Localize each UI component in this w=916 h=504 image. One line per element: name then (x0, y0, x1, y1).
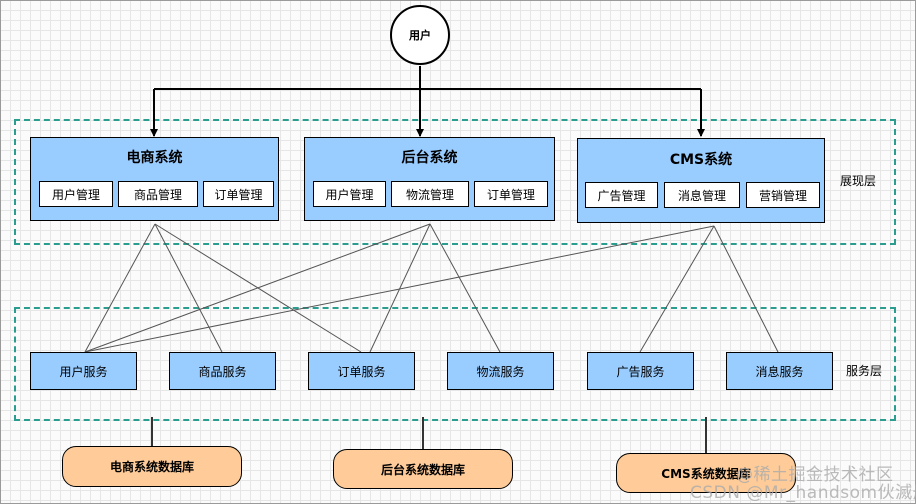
link-cms-ad-service (639, 225, 715, 353)
user-label: 用户 (409, 29, 431, 42)
system-cms: CMS系统 广告管理 消息管理 营销管理 (577, 138, 825, 223)
watermark-line-2: CSDN @Mr_handsom伙滅册 (690, 483, 916, 503)
link-backend-order-service (369, 223, 431, 353)
user-node: 用户 (390, 5, 450, 65)
database-cms: CMS系统数据库 (616, 453, 796, 493)
system-ecommerce: 电商系统 用户管理 商品管理 订单管理 (30, 137, 279, 221)
module-logistics-management: 物流管理 (391, 181, 469, 207)
service-logistics: 物流服务 (447, 352, 554, 390)
module-product-management: 商品管理 (118, 181, 198, 207)
module-marketing-management: 营销管理 (746, 182, 820, 208)
link-backend-user-service (84, 223, 431, 353)
service-message: 消息服务 (726, 352, 833, 390)
service-user: 用户服务 (30, 352, 137, 390)
link-ecommerce-product-service (154, 223, 223, 353)
service-product: 商品服务 (169, 352, 276, 390)
presentation-layer-label: 展现层 (840, 174, 877, 188)
system-backend: 后台系统 用户管理 物流管理 订单管理 (304, 137, 555, 221)
link-backend-logistics-service (429, 223, 501, 353)
module-order-management: 订单管理 (474, 181, 548, 207)
module-order-management: 订单管理 (203, 181, 274, 207)
service-ad: 广告服务 (587, 352, 694, 390)
link-cms-user-service (84, 225, 715, 353)
service-order: 订单服务 (308, 352, 415, 390)
system-title: 电商系统 (126, 150, 183, 166)
database-backend: 后台系统数据库 (333, 449, 513, 489)
link-cms-message-service (713, 225, 779, 353)
module-message-management: 消息管理 (664, 182, 740, 208)
service-layer-label: 服务层 (846, 364, 883, 378)
module-user-management: 用户管理 (313, 181, 386, 207)
presentation-layer (14, 119, 896, 245)
module-user-management: 用户管理 (39, 181, 113, 207)
watermark-line-1: @稀土掘金技术社区 (736, 465, 894, 485)
system-title: CMS系统 (669, 152, 733, 168)
module-ad-management: 广告管理 (585, 182, 658, 208)
database-ecommerce: 电商系统数据库 (62, 446, 242, 487)
service-layer (14, 307, 896, 421)
watermark: @稀土掘金技术社区 CSDN @Mr_handsom伙滅册 (690, 466, 916, 502)
system-title: 后台系统 (401, 150, 458, 166)
link-ecommerce-user-service (84, 223, 156, 353)
